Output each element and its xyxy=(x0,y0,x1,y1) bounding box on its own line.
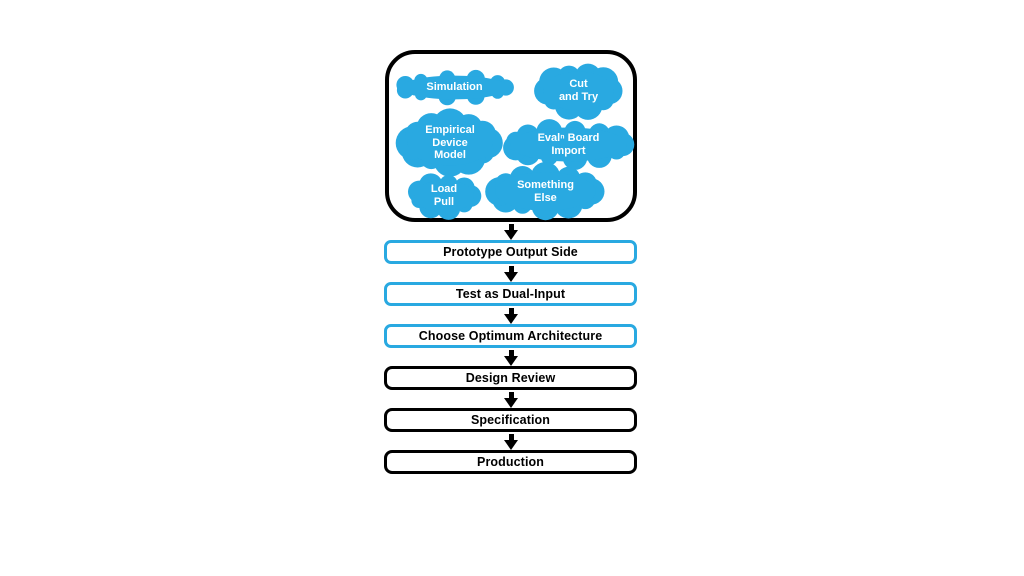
down-arrow xyxy=(503,392,519,408)
cloud-simulation: Simulation xyxy=(396,69,514,106)
cloud-label: Load Pull xyxy=(430,183,458,208)
cloud-label: Empirical Device Model xyxy=(425,123,475,162)
step-production: Production xyxy=(384,450,637,474)
arrow-head xyxy=(504,440,518,450)
step-label: Design Review xyxy=(465,371,556,385)
arrow-head xyxy=(504,314,518,324)
arrow-head xyxy=(504,398,518,408)
arrow-stem xyxy=(508,224,514,230)
cloud-label: Simulation xyxy=(426,81,483,94)
arrow-stem xyxy=(508,434,514,440)
cloud-shape-icon xyxy=(408,173,482,220)
cloud-cut-and-try: Cut and Try xyxy=(534,63,623,120)
cloud-eval-board-import: Evalⁿ Board Import xyxy=(503,119,635,170)
cloud-load-pull: Load Pull xyxy=(408,173,482,220)
step-label: Production xyxy=(477,455,544,469)
arrow-head xyxy=(504,356,518,366)
step-label: Choose Optimum Architecture xyxy=(418,329,603,343)
cloud-label: Something Else xyxy=(517,178,574,204)
down-arrow xyxy=(503,308,519,324)
down-arrow xyxy=(503,350,519,366)
step-test-as-dual-input: Test as Dual-Input xyxy=(384,282,637,306)
step-label: Prototype Output Side xyxy=(443,245,578,259)
arrow-stem xyxy=(508,350,514,356)
step-prototype-output-side: Prototype Output Side xyxy=(384,240,637,264)
step-label: Specification xyxy=(470,413,551,427)
cloud-shape-icon xyxy=(503,119,635,170)
cloud-shape-icon xyxy=(534,63,623,120)
arrow-stem xyxy=(508,308,514,314)
step-choose-optimum-architecture: Choose Optimum Architecture xyxy=(384,324,637,348)
arrow-head xyxy=(504,272,518,282)
cloud-label: Cut and Try xyxy=(558,78,599,103)
cloud-shape-icon xyxy=(396,69,514,106)
cloud-something-else: Something Else xyxy=(485,162,605,221)
down-arrow xyxy=(503,266,519,282)
down-arrow xyxy=(503,434,519,450)
cloud-empirical-device-model: Empirical Device Model xyxy=(395,108,503,177)
arrow-head xyxy=(504,230,518,240)
down-arrow xyxy=(503,224,519,240)
cloud-shape-icon xyxy=(485,162,605,221)
step-design-review: Design Review xyxy=(384,366,637,390)
step-specification: Specification xyxy=(384,408,637,432)
step-label: Test as Dual-Input xyxy=(455,287,566,301)
cloud-label: Evalⁿ Board Import xyxy=(537,131,600,157)
arrow-stem xyxy=(508,266,514,272)
cloud-shape-icon xyxy=(395,108,503,177)
arrow-stem xyxy=(508,392,514,398)
